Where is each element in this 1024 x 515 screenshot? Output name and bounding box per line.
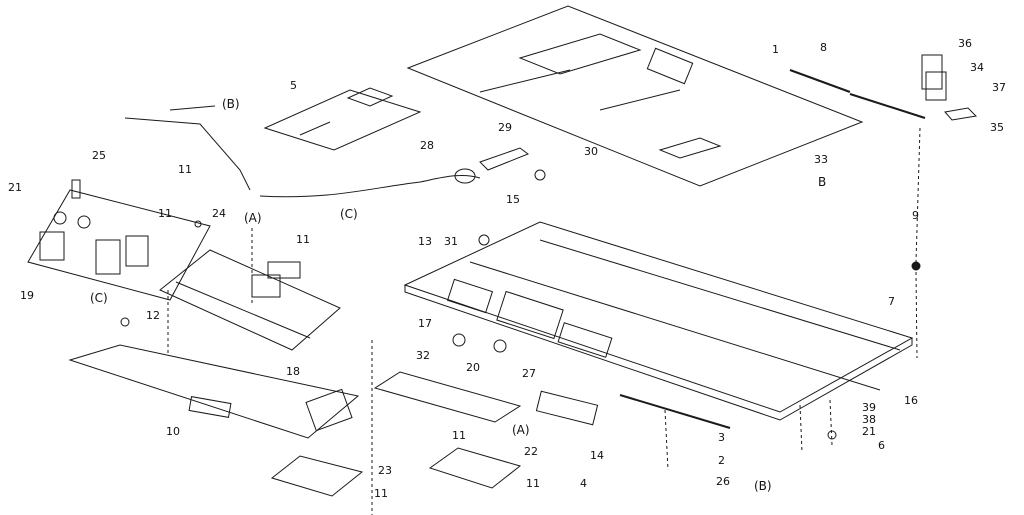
callout-b-ref-1: (B) — [222, 97, 240, 111]
callout-29: 29 — [498, 121, 512, 134]
top-cover-plate — [406, 5, 926, 187]
callout-38: 38 — [862, 413, 876, 426]
callout-22: 22 — [524, 445, 538, 458]
callout-25: 25 — [92, 149, 106, 162]
main-logic-board — [159, 249, 341, 351]
callout-16: 16 — [904, 394, 918, 407]
bracket-parts-34-37 — [921, 54, 978, 121]
callout-b-ref-2: B — [818, 175, 827, 189]
callout-12: 12 — [146, 309, 160, 322]
callout-11-f: 11 — [526, 477, 540, 490]
callout-33: 33 — [814, 153, 828, 166]
callout-11-c: 11 — [296, 233, 310, 246]
cable-assembly — [259, 147, 530, 198]
callout-a-ref-2: (A) — [512, 423, 530, 437]
fasteners — [120, 169, 921, 440]
callout-c-ref-1: (C) — [340, 207, 358, 221]
bottom-pan — [68, 344, 360, 439]
callout-39: 39 — [862, 401, 876, 414]
chassis-tray — [403, 221, 914, 429]
callout-20: 20 — [466, 361, 480, 374]
callout-a-ref-1: (A) — [244, 211, 262, 225]
callout-13: 13 — [418, 235, 432, 248]
interface-board — [373, 371, 599, 426]
callout-b-ref-3: (B) — [754, 479, 772, 493]
callout-28: 28 — [420, 139, 434, 152]
callout-21-b: 21 — [862, 425, 876, 438]
callout-1: 1 — [772, 43, 779, 56]
callout-36: 36 — [958, 37, 972, 50]
callout-17: 17 — [418, 317, 432, 330]
callout-26: 26 — [716, 475, 730, 488]
callout-32: 32 — [416, 349, 430, 362]
power-supply-board — [27, 179, 211, 301]
callout-19: 19 — [20, 289, 34, 302]
callout-11-d: 11 — [452, 429, 466, 442]
callout-31: 31 — [444, 235, 458, 248]
callout-5: 5 — [290, 79, 297, 92]
callout-7: 7 — [888, 295, 895, 308]
callout-35: 35 — [990, 121, 1004, 134]
callout-27: 27 — [522, 367, 536, 380]
callout-6: 6 — [878, 439, 885, 452]
callout-8: 8 — [820, 41, 827, 54]
ribbon-cables — [124, 105, 251, 191]
callout-11-e: 11 — [374, 487, 388, 500]
callout-2: 2 — [718, 454, 725, 467]
callout-c-ref-2: (C) — [90, 291, 108, 305]
callout-4: 4 — [580, 477, 587, 490]
callout-18: 18 — [286, 365, 300, 378]
mounting-brackets — [270, 447, 522, 497]
callout-11-b: 11 — [158, 207, 172, 220]
callout-34: 34 — [970, 61, 984, 74]
callout-3: 3 — [718, 431, 725, 444]
callout-11-a: 11 — [178, 163, 192, 176]
leader-lines — [167, 127, 921, 515]
callout-24: 24 — [212, 207, 226, 220]
callout-23: 23 — [378, 464, 392, 477]
shield-plate — [263, 87, 422, 151]
callout-37: 37 — [992, 81, 1006, 94]
callout-9: 9 — [912, 209, 919, 222]
callout-15: 15 — [506, 193, 520, 206]
callout-21-a: 21 — [8, 181, 22, 194]
callout-30: 30 — [584, 145, 598, 158]
callout-10: 10 — [166, 425, 180, 438]
callout-14: 14 — [590, 449, 604, 462]
